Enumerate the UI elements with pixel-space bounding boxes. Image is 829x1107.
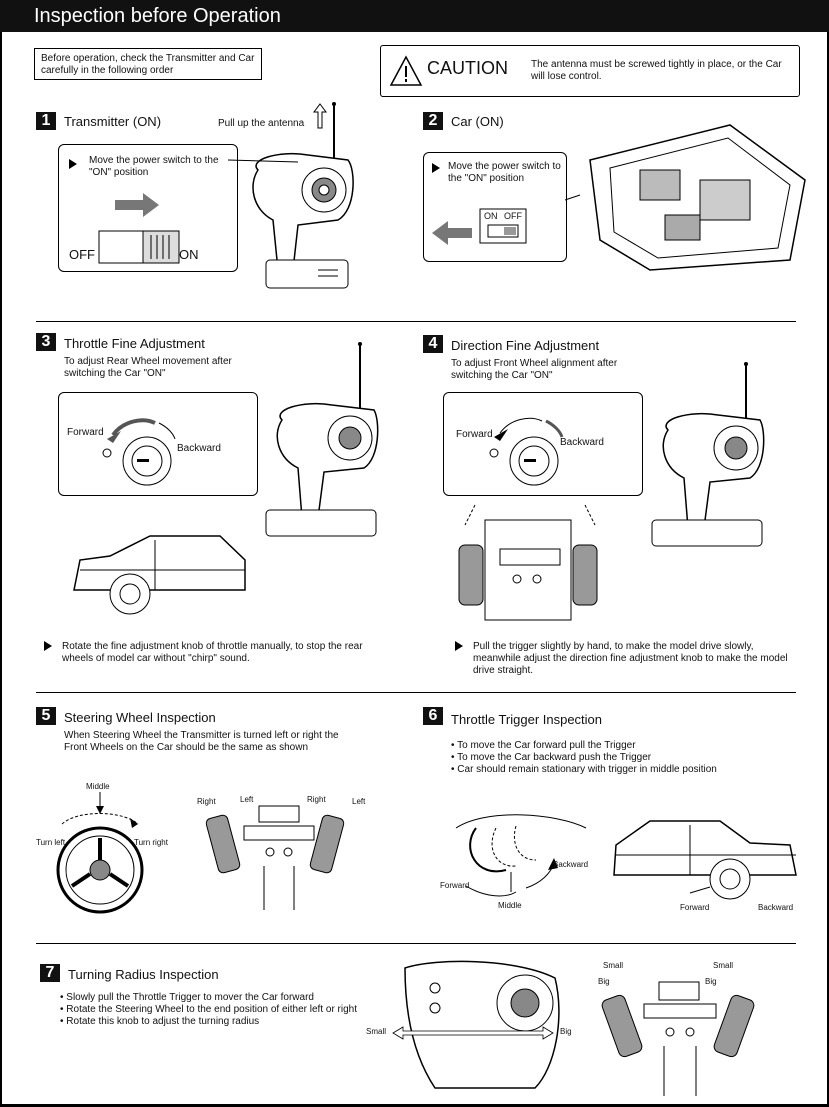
bullet: To move the Car forward pull the Trigger — [451, 740, 791, 752]
step4-note: Pull the trigger slightly by hand, to ma… — [473, 641, 788, 676]
step4-title: Direction Fine Adjustment — [451, 338, 600, 353]
step3-number: 3 — [36, 333, 56, 351]
small-label-b: Small — [713, 961, 734, 970]
big-label-a: Big — [598, 977, 610, 986]
page-title: Inspection before Operation — [0, 0, 829, 32]
step7-bullets: Slowly pull the Throttle Trigger to move… — [60, 992, 390, 1028]
right-label-b: Right — [307, 795, 326, 804]
bullet: Rotate this knob to adjust the turning r… — [60, 1016, 390, 1028]
trigger-forward-label: Forward — [440, 881, 470, 890]
step7-number: 7 — [40, 964, 60, 982]
turn-right-label: Turn right — [134, 838, 168, 847]
divider — [36, 321, 796, 322]
big-label-b: Big — [705, 977, 717, 986]
step4-subtitle: To adjust Front Wheel alignment after sw… — [451, 358, 618, 381]
step1-title: Transmitter (ON) — [64, 114, 162, 129]
step6-title: Throttle Trigger Inspection — [451, 712, 603, 727]
transmitter-illustration — [227, 102, 354, 289]
step2-switch-panel: Move the power switch to the "ON" positi… — [423, 152, 567, 262]
car-side-illustration — [73, 535, 246, 615]
step5-subtitle: When Steering Wheel the Transmitter is t… — [64, 730, 339, 753]
small-label-a: Small — [603, 961, 624, 970]
radius-small-label: Small — [366, 1027, 387, 1036]
transmitter-illustration-4 — [651, 362, 765, 547]
step3-knob-panel: Forward Backward — [58, 392, 258, 496]
car-chassis-illustration — [564, 124, 806, 271]
step4-knob-panel: Forward Backward — [443, 392, 643, 496]
step5-number: 5 — [36, 707, 56, 725]
car-backward-label: Backward — [758, 903, 794, 912]
step2-title: Car (ON) — [451, 114, 504, 129]
car-forward-label: Forward — [680, 903, 710, 912]
up-arrow-icon — [313, 103, 327, 129]
step7-title: Turning Radius Inspection — [68, 967, 219, 982]
radius-arrow-icon — [392, 1026, 554, 1040]
step1-instruction: Move the power switch to the "ON" positi… — [89, 155, 219, 178]
off-label: OFF — [69, 247, 95, 262]
step3-note: Rotate the fine adjustment knob of throt… — [62, 641, 363, 664]
bullet: To move the Car backward push the Trigge… — [451, 752, 791, 764]
step3-subtitle: To adjust Rear Wheel movement after swit… — [64, 356, 232, 379]
on-label: ON — [179, 247, 199, 262]
step1-switch-panel: Move the power switch to the "ON" positi… — [58, 144, 238, 272]
bullet: Car should remain stationary with trigge… — [451, 764, 791, 776]
left-label-a: Left — [240, 795, 254, 804]
pointer-icon — [69, 159, 77, 169]
middle-label: Middle — [86, 782, 110, 791]
intro-box: Before operation, check the Transmitter … — [34, 48, 262, 80]
power-switch-icon — [98, 230, 180, 264]
right-label-a: Right — [197, 797, 216, 806]
car-off-label: OFF — [504, 211, 522, 221]
step2-number: 2 — [423, 112, 443, 130]
right-arrow-icon — [115, 193, 159, 217]
pointer-icon — [432, 163, 440, 173]
bullet: Slowly pull the Throttle Trigger to move… — [60, 992, 390, 1004]
transmitter-illustration-3 — [265, 342, 379, 537]
left-label-b: Left — [352, 797, 366, 806]
pointer-icon — [455, 641, 463, 651]
radius-knob-illustration — [404, 960, 560, 1089]
steering-wheel-illustration — [56, 792, 144, 914]
step6-bullets: To move the Car forward pull the Trigger… — [451, 740, 791, 776]
bullet: Rotate the Steering Wheel to the end pos… — [60, 1004, 390, 1016]
step4-number: 4 — [423, 335, 443, 353]
trigger-middle-label: Middle — [498, 901, 522, 910]
direction-knob-icon — [489, 417, 564, 486]
forward-label-4: Forward — [456, 429, 493, 440]
left-arrow-icon — [432, 221, 472, 245]
car-switch-icon — [479, 208, 527, 244]
turn-left-label: Turn left — [36, 838, 66, 847]
step6-number: 6 — [423, 707, 443, 725]
trigger-backward-label: Backward — [553, 860, 589, 869]
step1-number: 1 — [36, 112, 56, 130]
front-wheels-illustration — [458, 504, 598, 621]
step5-title: Steering Wheel Inspection — [64, 710, 216, 725]
pointer-icon — [44, 641, 52, 651]
caution-text: The antenna must be screwed tightly in p… — [531, 59, 782, 82]
car-rear-illustration — [613, 820, 797, 900]
radius-wheels-illustration — [601, 981, 755, 1096]
caution-label: CAUTION — [427, 58, 508, 78]
caution-box: CAUTION The antenna must be screwed tigh… — [380, 45, 800, 97]
step2-instruction: Move the power switch to the "ON" positi… — [448, 161, 561, 184]
step3-title: Throttle Fine Adjustment — [64, 336, 205, 351]
wheels-turn-illustration — [205, 805, 345, 910]
trim-knob-icon — [102, 418, 176, 486]
trigger-illustration — [455, 814, 587, 897]
forward-label: Forward — [67, 427, 104, 438]
antenna-label: Pull up the antenna — [218, 118, 305, 129]
car-on-label: ON — [484, 211, 498, 221]
radius-big-label: Big — [560, 1027, 572, 1036]
divider — [36, 943, 796, 944]
divider — [36, 692, 796, 693]
backward-label: Backward — [177, 443, 221, 454]
backward-label-4: Backward — [560, 437, 604, 448]
warning-icon — [389, 55, 423, 86]
